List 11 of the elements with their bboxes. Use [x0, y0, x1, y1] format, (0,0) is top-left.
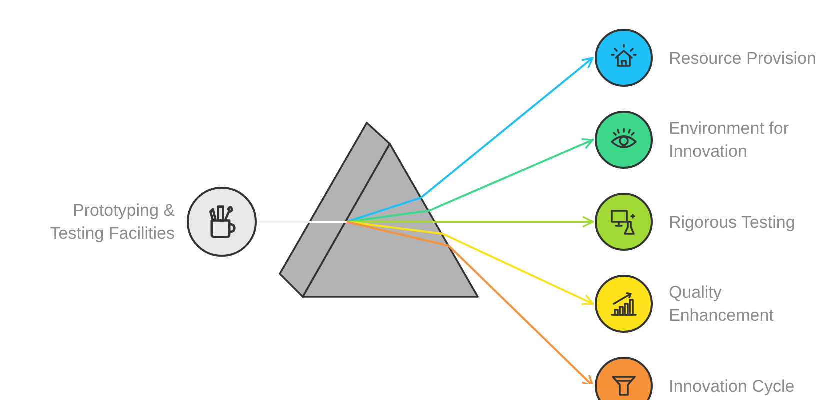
- arrow: [442, 233, 594, 306]
- arrow: [420, 57, 594, 199]
- item-label: Quality Enhancement: [669, 282, 775, 327]
- item-label: Resource Provision: [669, 48, 818, 70]
- arrow: [435, 216, 594, 228]
- item-label: Innovation Cycle: [669, 376, 796, 398]
- item-label: Environment for Innovation: [669, 118, 790, 163]
- arrow: [428, 138, 594, 212]
- arrow: [448, 245, 594, 384]
- item-label: Rigorous Testing: [669, 212, 796, 234]
- item-label: Prototyping & Testing Facilities: [49, 200, 175, 245]
